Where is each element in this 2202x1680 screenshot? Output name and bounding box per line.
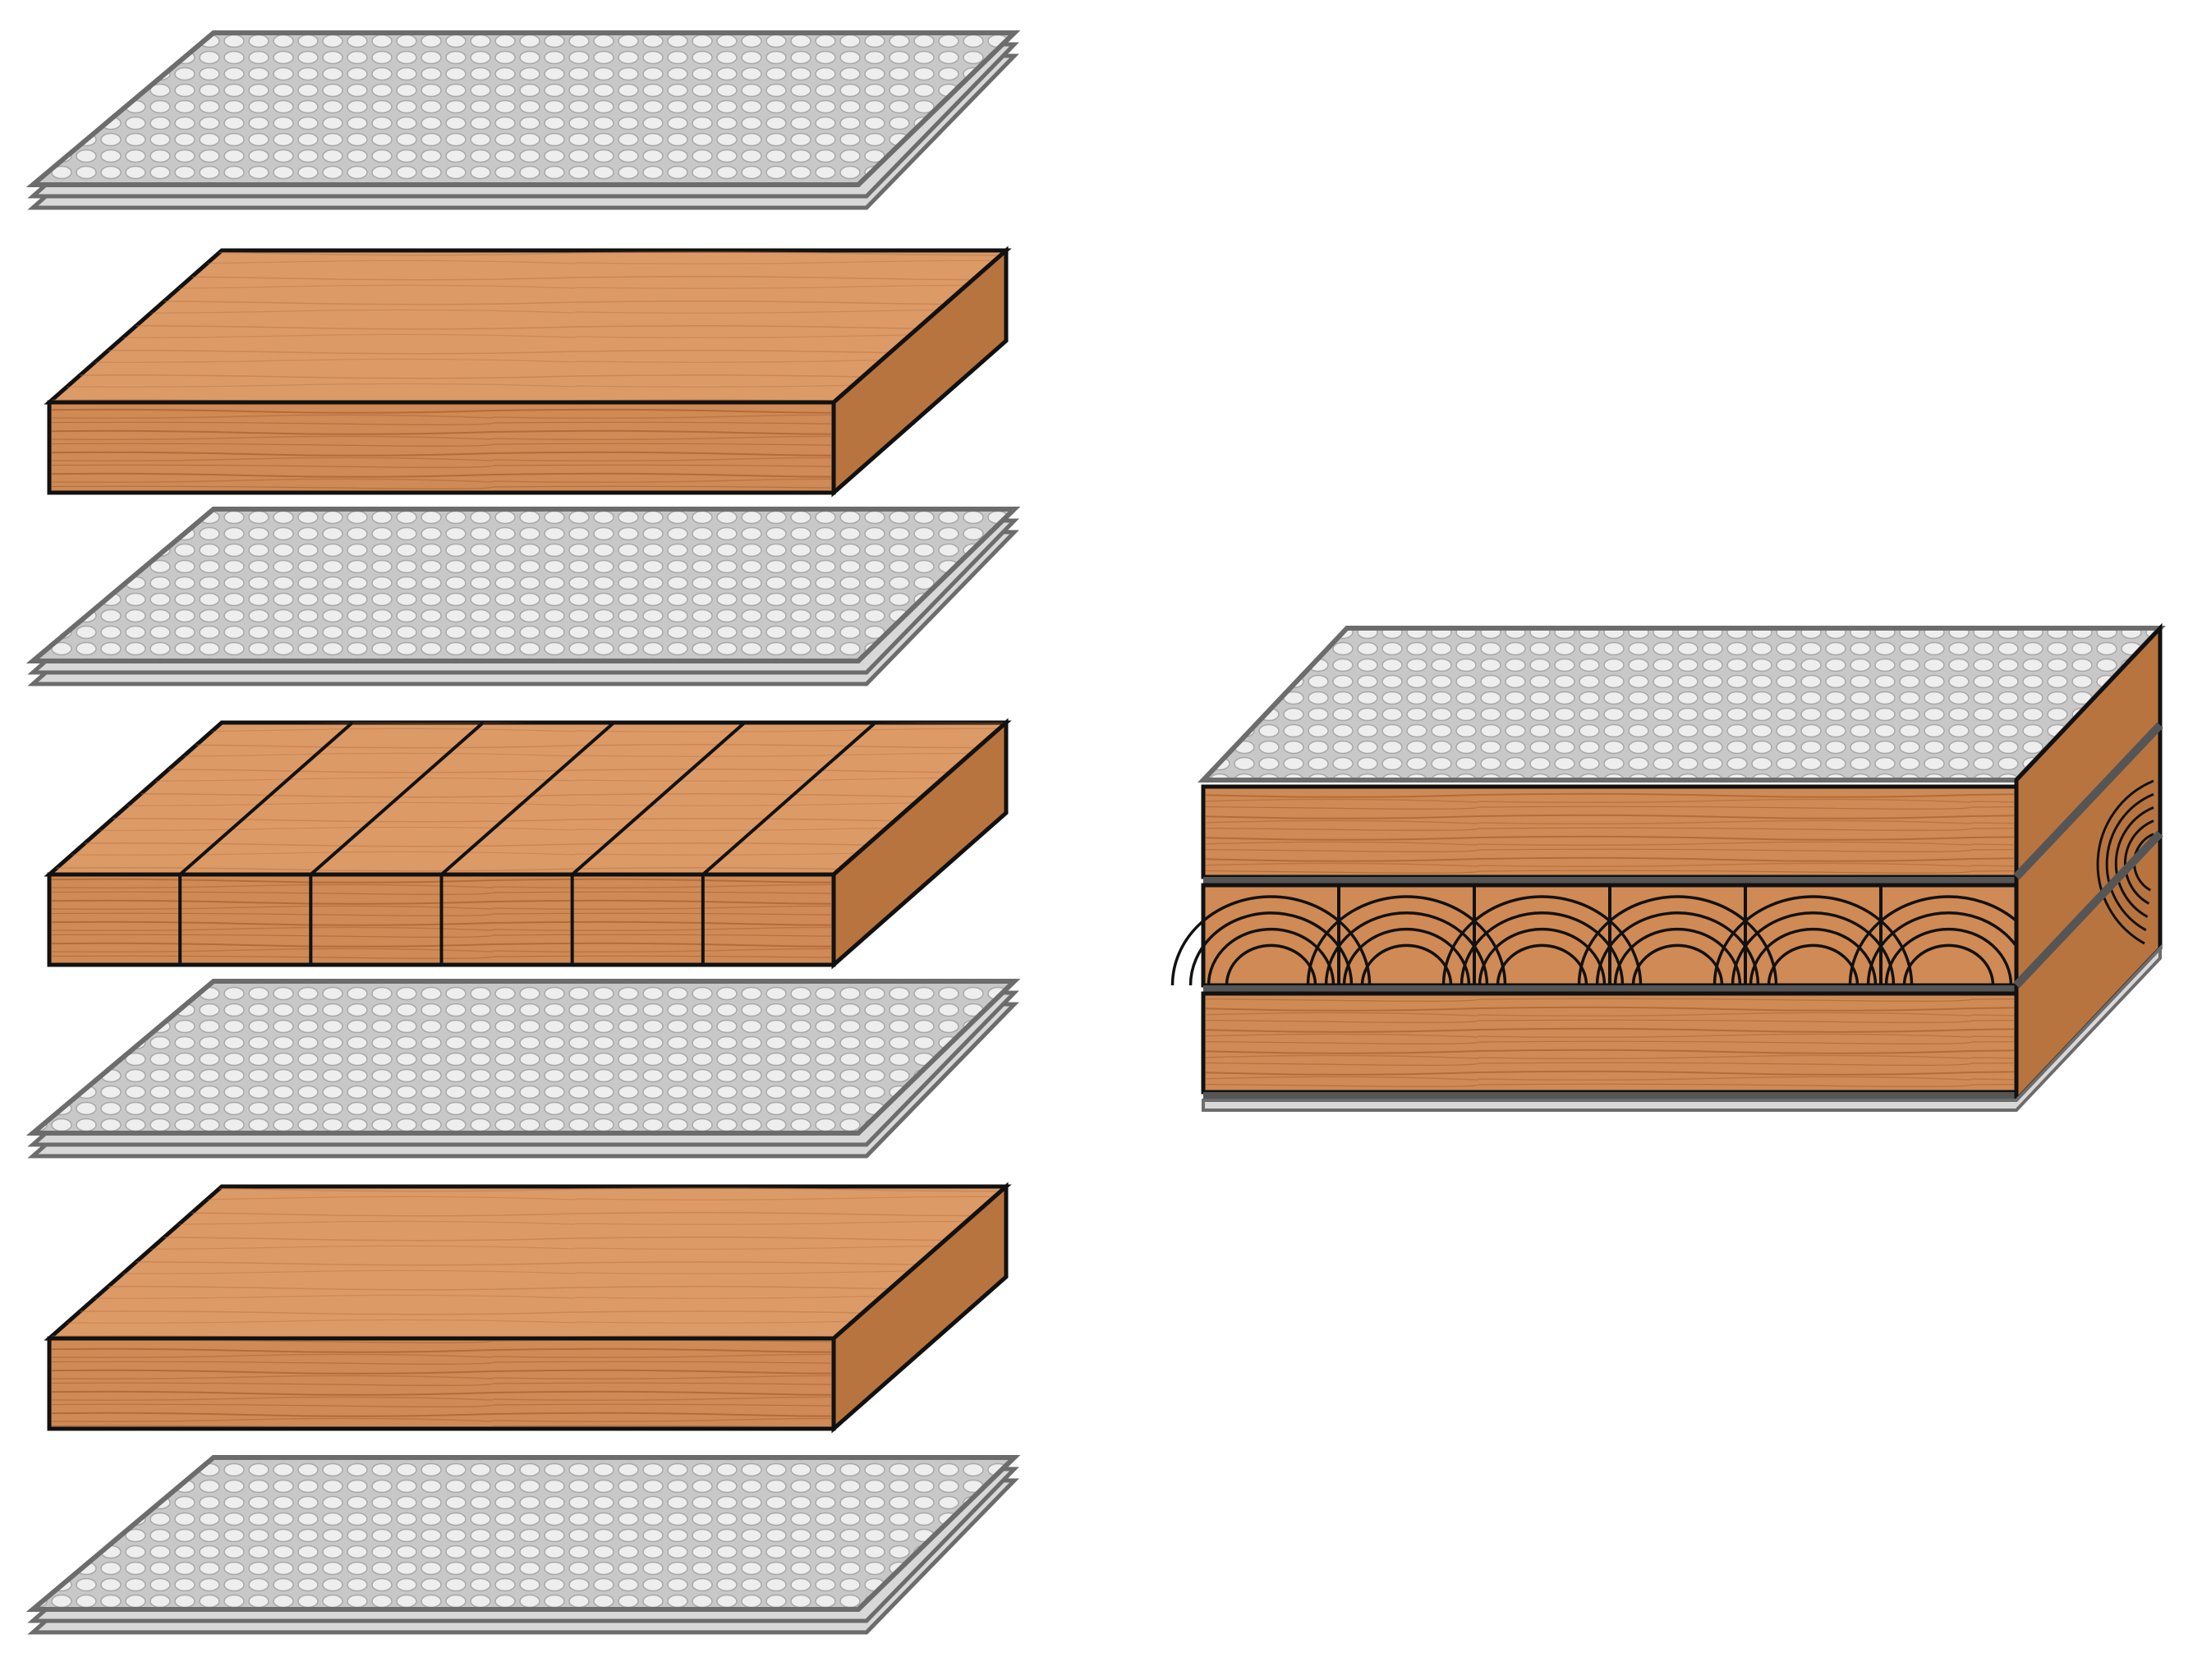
wood-layer-top (44, 246, 1012, 498)
exploded-stack (25, 30, 1021, 1635)
mesh-layer-4 (25, 1455, 1021, 1635)
mesh-layer-2 (25, 507, 1021, 686)
assembled-band-grain (1206, 789, 2014, 874)
growth-ring (1324, 911, 1489, 986)
assembled-band-grain (1206, 996, 2014, 1090)
growth-ring (1902, 943, 1995, 986)
assembled-composite (1170, 622, 2166, 1112)
growth-ring (1749, 927, 1878, 986)
mesh-layer-3 (25, 979, 1021, 1159)
plank-side-face (831, 246, 1009, 498)
growth-ring (1207, 927, 1335, 986)
segment-divider-top (178, 721, 354, 876)
mesh-layer-1 (25, 30, 1021, 210)
wood-layer-core (44, 718, 1012, 970)
plank-top-grain (49, 250, 1006, 402)
mesh-sheet-top (25, 1455, 1021, 1612)
segment-divider-top (571, 721, 746, 876)
plank-side-face (831, 1182, 1009, 1434)
growth-ring (1188, 911, 1354, 986)
segment-divider-top (701, 721, 877, 876)
growth-ring (1478, 927, 1607, 986)
growth-ring (1595, 911, 1760, 986)
side-growth-ring (2114, 806, 2154, 918)
side-interlayer (2013, 722, 2163, 880)
plank-front-grain (52, 1341, 831, 1426)
assembled-mesh-top (1198, 626, 2166, 783)
side-interlayer (2013, 830, 2163, 989)
growth-ring (1342, 927, 1471, 986)
plank-front-grain (52, 405, 831, 490)
growth-ring (1170, 895, 1372, 986)
segment-divider-top (310, 721, 485, 876)
growth-ring (1613, 927, 1742, 986)
mesh-sheet-top (25, 507, 1021, 663)
assembled-mesh-bottom (1202, 943, 2162, 1112)
mesh-interlayer (1203, 985, 2016, 994)
side-growth-ring (2096, 779, 2154, 945)
growth-ring (1306, 895, 1507, 986)
plank-top-grain (49, 1187, 1006, 1338)
plank-side-face (831, 718, 1009, 970)
mesh-sheet-top (25, 979, 1021, 1136)
growth-ring (1884, 927, 2013, 986)
segment-divider-top (440, 721, 615, 876)
growth-ring (1577, 895, 1778, 986)
wood-layer-bottom (44, 1182, 1012, 1434)
mesh-interlayer (1203, 1092, 2016, 1100)
mesh-interlayer (1203, 877, 2016, 885)
growth-ring (1731, 911, 1896, 986)
side-growth-ring (2123, 819, 2154, 905)
mesh-sheet-top (25, 30, 1021, 187)
growth-ring (1441, 895, 1643, 986)
growth-ring (1712, 895, 1914, 986)
side-growth-ring (2105, 792, 2154, 932)
growth-ring (1460, 911, 1625, 986)
